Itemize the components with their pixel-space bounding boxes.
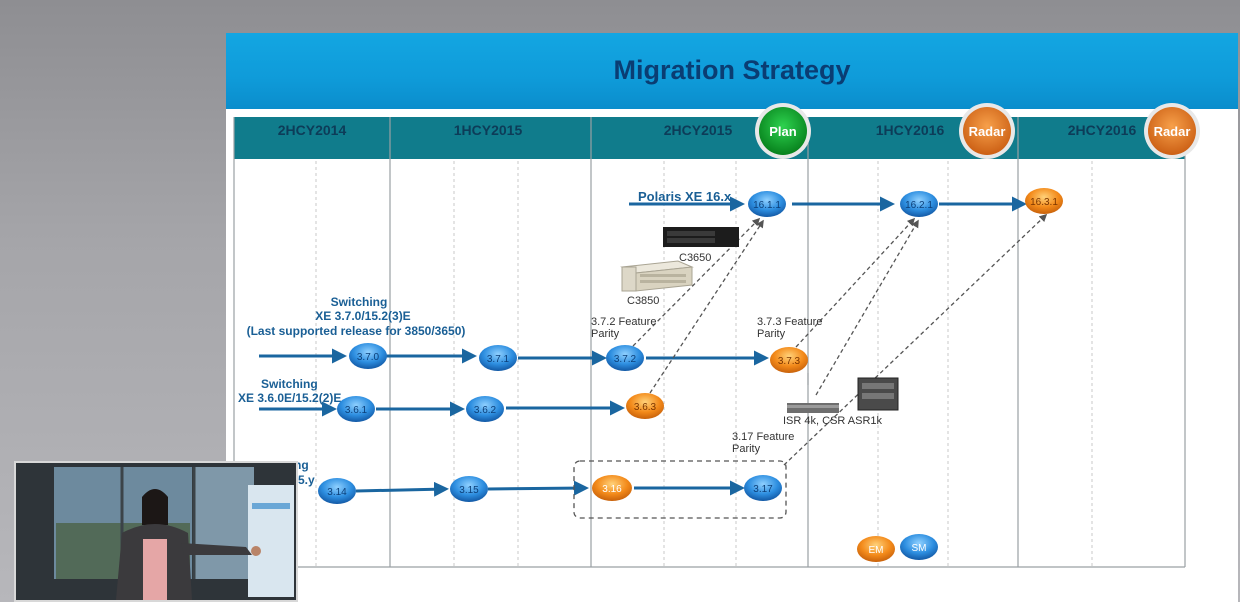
period-2hcy2016: 2HCY2016 — [1068, 122, 1137, 138]
release-node-3.7.1: 3.7.1 — [479, 345, 517, 371]
svg-text:3.16: 3.16 — [602, 484, 622, 495]
timeline-grid — [233, 117, 1186, 568]
parity-372-line1: 3.7.2 Feature — [591, 316, 656, 328]
parity-373-line2: Parity — [757, 328, 786, 340]
c3850-label: C3850 — [627, 295, 659, 307]
c3850-switch-image: C3850 — [620, 260, 694, 307]
timeline-subgrid — [315, 161, 1093, 567]
svg-text:3.6.3: 3.6.3 — [634, 402, 657, 413]
period-1hcy2015: 1HCY2015 — [454, 122, 523, 138]
presenter-video — [14, 461, 298, 602]
period-1hcy2016: 1HCY2016 — [876, 122, 945, 138]
track-switching-36: Switching XE 3.6.0E/15.2(2)E 3.6.1 3.6.2… — [238, 377, 664, 422]
slide-title: Migration Strategy — [613, 55, 851, 85]
track-switching-37-label-line2: XE 3.7.0/15.2(3)E — [315, 309, 410, 323]
track-routing: ng 5.y 3.14 3.15 3.16 3.17 — [294, 458, 787, 519]
svg-text:3.17: 3.17 — [753, 484, 773, 495]
radar-badge-1hcy2016: Radar — [959, 103, 1015, 159]
track-routing-label-line2: 5.y — [298, 473, 315, 487]
annotations: 3.7.2 Feature Parity 3.7.3 Feature Parit… — [591, 316, 822, 455]
track-switching-36-label-line1: Switching — [261, 377, 318, 391]
release-node-3.7.3: 3.7.3 — [770, 347, 808, 373]
timeline-header — [234, 117, 1185, 159]
presenter-video-frame — [16, 463, 296, 600]
isr-asr-label: ISR 4k, CSR ASR1k — [783, 415, 883, 427]
isr-asr-router-image: ISR 4k, CSR ASR1k — [783, 377, 899, 427]
svg-text:16.2.1: 16.2.1 — [905, 200, 933, 211]
release-node-3.7.0: 3.7.0 — [349, 343, 387, 369]
c3650-label: C3650 — [679, 252, 711, 264]
release-node-16.1.1: 16.1.1 — [748, 191, 786, 217]
legend: EM SM — [857, 534, 938, 562]
svg-text:3.7.2: 3.7.2 — [614, 354, 637, 365]
parity-317-line1: 3.17 Feature — [732, 431, 794, 443]
slide: Migration Strategy — [226, 33, 1238, 602]
svg-text:3.6.2: 3.6.2 — [474, 405, 497, 416]
radar-badge-2hcy2016: Radar — [1144, 103, 1200, 159]
parity-372-line2: Parity — [591, 328, 620, 340]
track-switching-36-label-line2: XE 3.6.0E/15.2(2)E — [238, 391, 341, 405]
svg-text:3.15: 3.15 — [459, 485, 479, 496]
release-node-3.6.3: 3.6.3 — [626, 393, 664, 419]
release-node-16.3.1: 16.3.1 — [1025, 188, 1063, 214]
period-2hcy2015: 2HCY2015 — [664, 122, 733, 138]
release-node-3.14: 3.14 — [318, 478, 356, 504]
svg-text:Radar: Radar — [1154, 124, 1191, 139]
svg-text:16.3.1: 16.3.1 — [1030, 197, 1058, 208]
svg-text:SM: SM — [912, 543, 927, 554]
release-node-16.2.1: 16.2.1 — [900, 191, 938, 217]
track-switching-37-label-line3: (Last supported release for 3850/3650) — [247, 324, 466, 338]
track-switching-37: Switching XE 3.7.0/15.2(3)E (Last suppor… — [247, 295, 808, 373]
svg-text:3.7.0: 3.7.0 — [357, 352, 380, 363]
period-2hcy2014: 2HCY2014 — [278, 122, 347, 138]
legend-em: EM — [857, 536, 895, 562]
svg-text:Plan: Plan — [769, 124, 797, 139]
release-node-3.7.2: 3.7.2 — [606, 345, 644, 371]
period-headers: 2HCY2014 1HCY2015 2HCY2015 1HCY2016 2HCY… — [278, 122, 1137, 138]
track-switching-37-label-line1: Switching — [331, 295, 388, 309]
svg-text:3.7.3: 3.7.3 — [778, 356, 801, 367]
parity-317-line2: Parity — [732, 443, 761, 455]
svg-text:3.7.1: 3.7.1 — [487, 354, 510, 365]
migration-diagram: 2HCY2014 1HCY2015 2HCY2015 1HCY2016 2HCY… — [233, 103, 1200, 568]
c3650-switch-image: C3650 — [663, 227, 739, 264]
release-node-3.16: 3.16 — [592, 475, 632, 501]
release-node-3.15: 3.15 — [450, 476, 488, 502]
legend-sm: SM — [900, 534, 938, 560]
release-node-3.17: 3.17 — [744, 475, 782, 501]
parity-373-line1: 3.7.3 Feature — [757, 316, 822, 328]
svg-text:3.14: 3.14 — [327, 487, 347, 498]
svg-text:16.1.1: 16.1.1 — [753, 200, 781, 211]
svg-text:3.6.1: 3.6.1 — [345, 405, 368, 416]
release-node-3.6.1: 3.6.1 — [337, 396, 375, 422]
svg-text:Radar: Radar — [969, 124, 1006, 139]
plan-badge: Plan — [755, 103, 811, 159]
svg-text:EM: EM — [869, 545, 884, 556]
track-polaris: Polaris XE 16.x 16.1.1 16.2.1 16.3.1 — [629, 188, 1063, 217]
release-node-3.6.2: 3.6.2 — [466, 396, 504, 422]
routing-highlight-box — [573, 460, 787, 519]
track-polaris-label: Polaris XE 16.x — [638, 189, 732, 204]
title-bar: Migration Strategy — [226, 33, 1238, 109]
